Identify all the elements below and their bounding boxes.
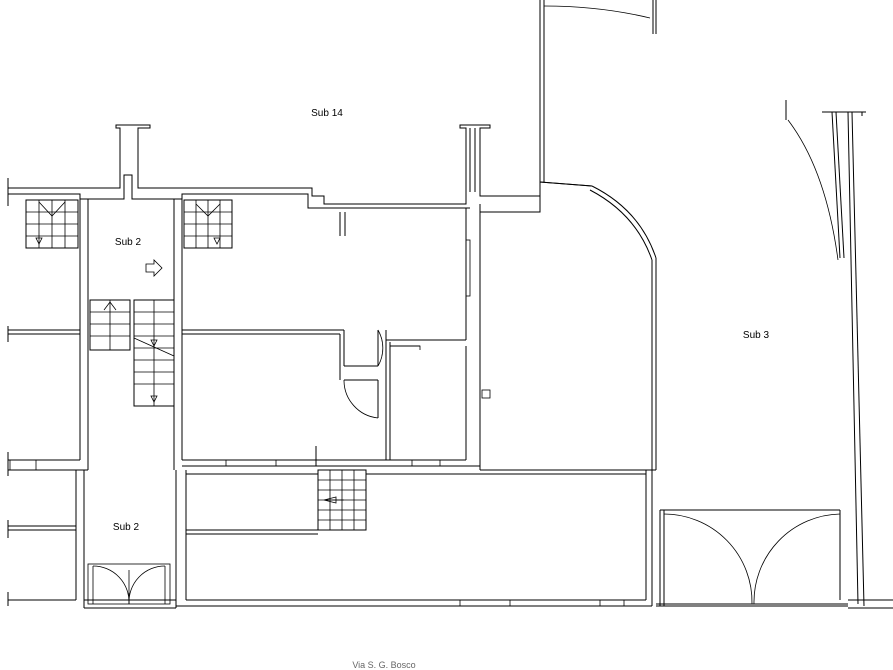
- right-room: [479, 181, 657, 471]
- label-sub14: Sub 14: [311, 108, 343, 119]
- stair-mid-top: [183, 199, 233, 249]
- entrance-door-sub2: [84, 563, 176, 609]
- left-walls: [7, 326, 88, 608]
- lower-room: [175, 470, 653, 608]
- top-gate: [539, 0, 657, 182]
- stair-left-top: [25, 199, 79, 249]
- stair-central: [89, 299, 175, 407]
- upper-wall: [7, 124, 593, 213]
- sub3-gate: [656, 100, 893, 609]
- middle-rooms: [182, 208, 480, 467]
- street-caption: Via S. G. Bosco: [352, 660, 415, 670]
- stair-lower: [317, 469, 367, 531]
- label-sub3: Sub 3: [743, 330, 770, 341]
- label-sub2-upper: Sub 2: [115, 237, 142, 248]
- label-sub2-lower: Sub 2: [113, 522, 140, 533]
